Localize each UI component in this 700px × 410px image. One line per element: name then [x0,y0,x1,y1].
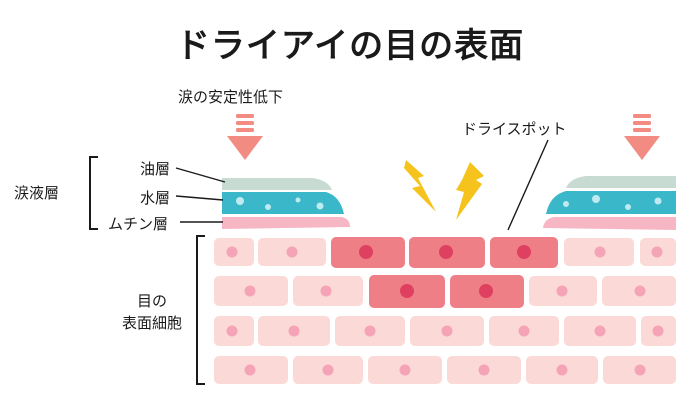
tear-film-bracket [89,156,98,230]
eye-surface-bracket [196,235,205,385]
lightning-icon [404,160,436,212]
page-title: ドライアイの目の表面 [175,26,525,66]
pointer-oil [175,167,226,183]
cell-row-1 [214,237,676,268]
label-dry-spot: ドライスポット [462,120,567,138]
oil-layer-left [222,178,332,190]
lightning-icon [456,162,484,220]
label-eye-surface-cells: 目の 表面細胞 [122,290,182,334]
pointer-water [175,195,224,201]
pointer-dry-spot [507,139,549,231]
cell-row-3 [214,316,676,346]
label-tear-film: 涙液層 [14,184,60,202]
mucin-layer-right [543,217,676,230]
label-eye-surface-line1: 目の [137,292,168,310]
down-arrow-icon [227,114,263,160]
mucin-layer-left [222,217,350,229]
label-oil-layer: 油層 [140,160,171,178]
down-arrow-icon [624,114,660,160]
eye-surface-cells [214,237,676,384]
cell-row-2 [214,275,676,308]
oil-layer-right [566,176,676,188]
label-eye-surface-line2: 表面細胞 [122,314,183,332]
label-water-layer: 水層 [140,189,171,207]
water-layer-right [546,191,676,214]
cell-row-4 [214,356,676,384]
tear-film-left [222,178,350,229]
tear-film-right [543,176,676,230]
water-layer-left [222,192,344,214]
label-mucin-layer: ムチン層 [108,215,169,233]
label-tear-stability-decline: 涙の安定性低下 [178,88,284,106]
